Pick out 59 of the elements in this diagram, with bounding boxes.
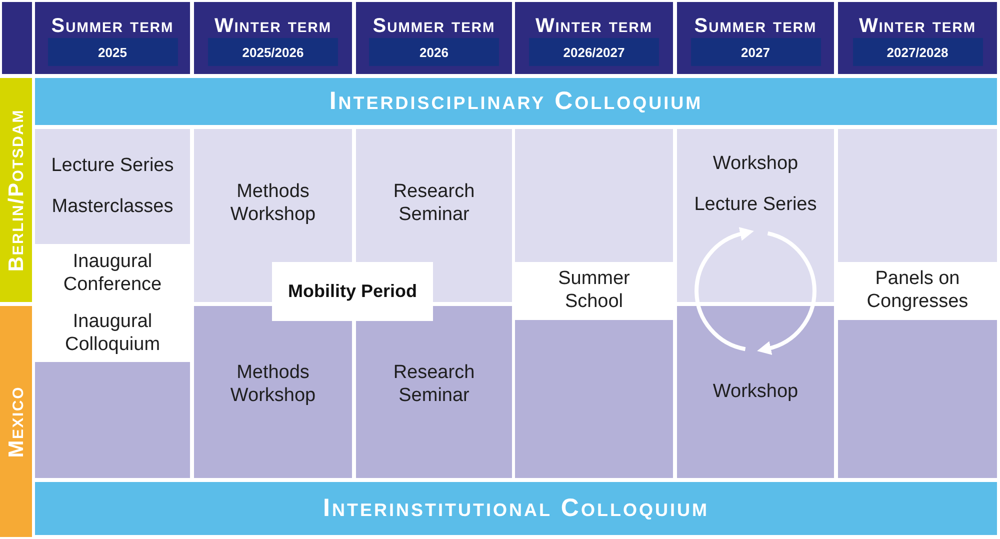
activity-label: Research Seminar — [392, 181, 476, 227]
activity-label: Panels on Congresses — [866, 268, 970, 314]
year-box — [208, 38, 338, 66]
year-text: 2025 — [98, 46, 127, 58]
term-label: Winter term — [535, 16, 653, 36]
activity-label: Masterclasses — [52, 196, 174, 218]
term-header — [515, 2, 673, 74]
activity-label: Methods Workshop — [229, 362, 317, 408]
activity-label: Research Seminar — [392, 362, 476, 408]
colloquium-band — [35, 78, 997, 125]
term-label: Summer term — [694, 16, 817, 36]
term-header — [194, 2, 352, 74]
curved-arrow — [757, 231, 816, 355]
region-label: Berlin/Potsdam — [6, 108, 26, 272]
year-box — [852, 38, 982, 66]
year-text: 2026/2027 — [563, 46, 625, 58]
band-title: Interdisciplinary Colloquium — [329, 89, 703, 114]
year-text: 2027 — [741, 46, 770, 58]
year-box — [529, 38, 659, 66]
mobility-label: Mobility Period — [288, 280, 417, 302]
year-box — [690, 38, 820, 66]
curved-arrow — [694, 227, 754, 352]
activity-label: Workshop — [712, 153, 798, 176]
year-text: 2027/2028 — [886, 46, 948, 58]
year-text: 2026 — [420, 46, 448, 58]
year-box — [48, 38, 178, 66]
empty-cell — [838, 129, 997, 262]
empty-cell — [515, 320, 673, 478]
term-header — [838, 2, 997, 74]
activity-cell — [677, 306, 834, 478]
region-label: Mexico — [6, 386, 26, 458]
activity-label: Workshop — [712, 380, 798, 404]
activity-cell — [356, 306, 512, 478]
empty-cell — [838, 320, 997, 478]
term-label: Winter term — [858, 16, 976, 36]
mobility-box — [272, 262, 433, 321]
term-label: Winter term — [214, 16, 332, 36]
activity-label: Summer School — [557, 268, 631, 314]
region-band — [0, 78, 32, 302]
term-header — [677, 2, 834, 74]
term-label: Summer term — [372, 16, 496, 36]
term-header — [356, 2, 512, 74]
term-header — [35, 2, 190, 74]
activity-label: Inaugural Colloquium — [64, 311, 162, 357]
activity-label: Methods Workshop — [229, 181, 317, 227]
activity-cell — [194, 306, 352, 478]
term-label: Summer term — [51, 16, 174, 36]
year-box — [369, 38, 499, 66]
activity-label: Lecture Series — [51, 154, 174, 178]
year-text: 2025/2026 — [242, 46, 304, 58]
colloquium-band — [35, 482, 997, 535]
empty-cell — [35, 362, 190, 478]
activity-cell — [35, 129, 190, 244]
region-band — [0, 306, 32, 537]
activity-label: Inaugural Conference — [62, 250, 163, 296]
empty-cell — [515, 129, 673, 262]
band-title: Interinstitutional Colloquium — [323, 496, 709, 521]
activity-label: Lecture Series — [694, 194, 817, 217]
activity-cell — [677, 129, 834, 302]
